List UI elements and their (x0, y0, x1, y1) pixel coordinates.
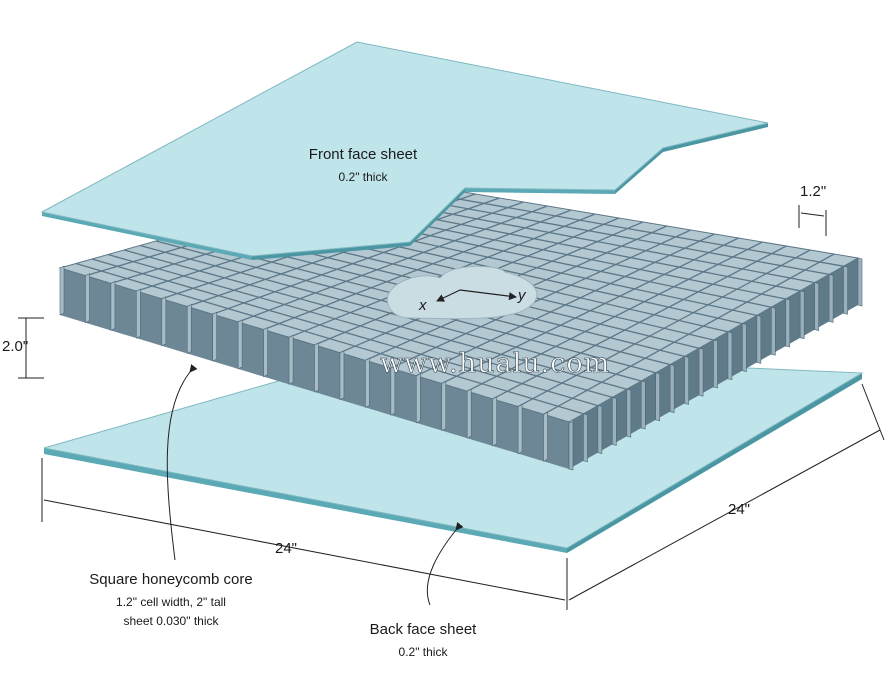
y-axis-label: y (517, 287, 527, 304)
back-face-thickness: 0.2" thick (399, 645, 449, 659)
core-leader-line (166, 364, 198, 561)
x-axis-arrow (436, 289, 461, 302)
core-cell-spec: 1.2" cell width, 2" tall (116, 595, 226, 609)
core-sheet-spec: sheet 0.030" thick (124, 614, 220, 628)
front-face-sheet (40, 41, 769, 260)
core-front-fins (59, 265, 574, 470)
core-title: Square honeycomb core (89, 571, 252, 588)
coordinate-axes: x y (418, 287, 527, 314)
width-y-label: 24" (728, 501, 750, 518)
x-axis-label: x (418, 297, 427, 314)
front-face-thickness: 0.2" thick (339, 170, 389, 184)
dimension-cell-width: 1.2" (798, 183, 827, 236)
front-face-title: Front face sheet (309, 146, 418, 163)
dimension-width-y: 24" (568, 383, 885, 601)
back-face-title: Back face sheet (370, 621, 478, 638)
back-sheet-leader-line (426, 522, 464, 606)
watermark: www.hualu.com (380, 348, 610, 379)
dimension-core-height: 2.0" (2, 317, 44, 379)
dimension-width-x: 24" (41, 458, 568, 610)
core-right-fins (568, 257, 863, 471)
cell-width-label: 1.2" (800, 183, 826, 200)
width-x-label: 24" (275, 540, 297, 557)
core-cutout (386, 265, 538, 320)
y-axis-arrow (459, 289, 517, 301)
core-height-label: 2.0" (2, 338, 28, 355)
